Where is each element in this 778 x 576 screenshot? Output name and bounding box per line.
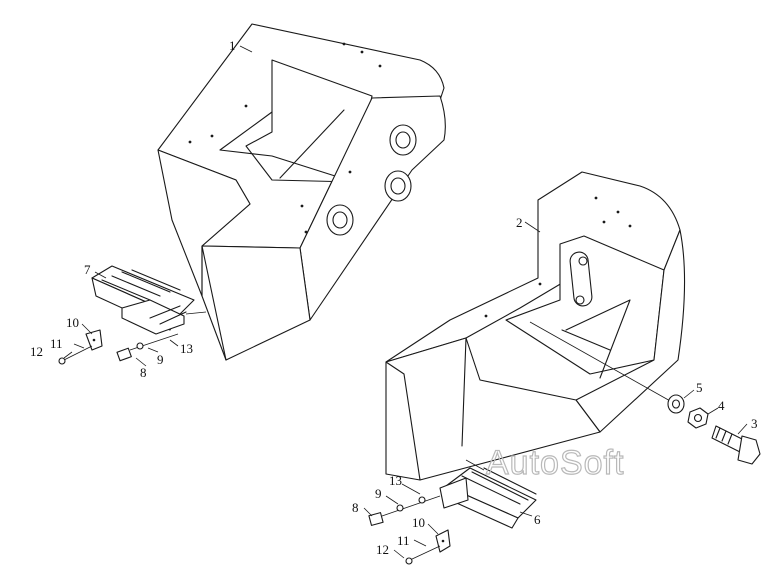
bolt-8a: [116, 339, 161, 362]
label-1: 1: [229, 38, 236, 53]
hardware-right: [368, 495, 451, 565]
label-10a: 10: [66, 315, 79, 330]
bolt-hole-upper: [389, 124, 417, 156]
label-2: 2: [516, 215, 523, 230]
nut-4: [687, 407, 709, 429]
label-10b: 10: [412, 515, 425, 530]
bolt-8b: [368, 495, 441, 526]
bolt-3: [711, 425, 761, 465]
hardware-left: [58, 329, 179, 365]
step-upper: [91, 265, 207, 335]
step-lower: [439, 459, 537, 529]
fastener-set: [529, 321, 761, 465]
label-6: 6: [534, 512, 541, 527]
label-8a: 8: [140, 365, 147, 380]
label-9b: 9: [375, 486, 382, 501]
label-13b: 13: [389, 473, 402, 488]
bracket-10b: [435, 529, 451, 553]
label-12a: 12: [30, 344, 43, 359]
label-9a: 9: [157, 352, 164, 367]
part-labels: 1 2 3 4 5 6 7 8 9 10 11 12 13 8 9 10 11 …: [30, 38, 758, 557]
washer-5: [667, 394, 685, 414]
adjust-slot: [569, 251, 593, 307]
counterweight-left: [157, 23, 446, 361]
bolt-hole-lower: [326, 204, 354, 236]
leader-lines: [63, 45, 748, 559]
label-5: 5: [696, 380, 703, 395]
watermark: AutoSoft: [486, 444, 624, 482]
label-12b: 12: [376, 542, 389, 557]
label-4: 4: [718, 398, 725, 413]
bracket-10a: [85, 329, 103, 351]
label-11b: 11: [397, 533, 410, 548]
label-7: 7: [84, 262, 91, 277]
label-11a: 11: [50, 336, 63, 351]
label-3: 3: [751, 416, 758, 431]
counterweight-right: [385, 171, 686, 481]
label-8b: 8: [352, 500, 359, 515]
bolt-hole-middle: [384, 170, 412, 202]
label-13a: 13: [180, 341, 193, 356]
